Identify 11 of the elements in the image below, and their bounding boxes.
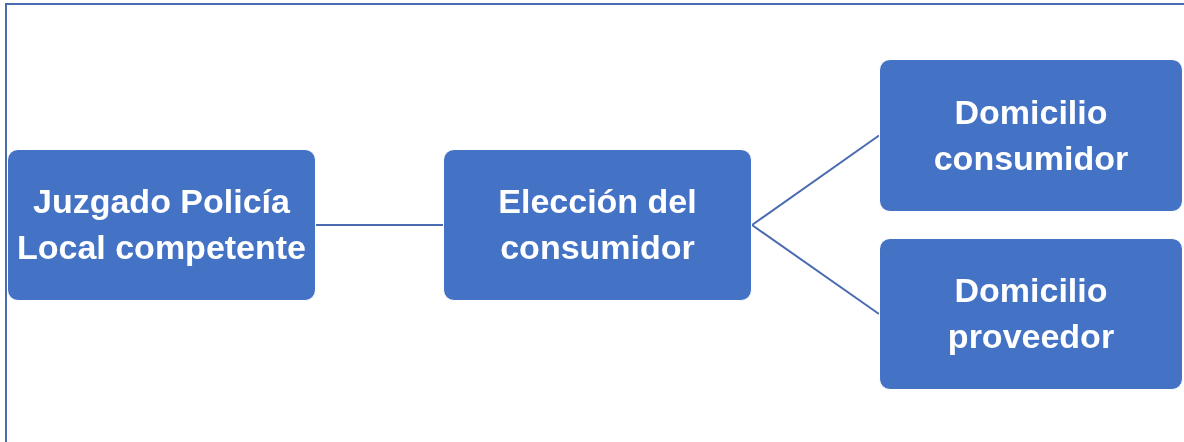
connector-line (751, 224, 880, 315)
box-label: Domicilio proveedor (946, 270, 1116, 357)
process-box (443, 149, 752, 301)
process-box (879, 59, 1183, 212)
process-box (7, 149, 316, 301)
connector-line (751, 134, 880, 226)
box-label: Domicilio consumidor (932, 91, 1130, 179)
box-label: Juzgado Policía Local competente (16, 181, 307, 268)
process-box (879, 238, 1183, 390)
connector-line (315, 224, 444, 226)
box-label: Elección del consumidor (497, 181, 698, 268)
